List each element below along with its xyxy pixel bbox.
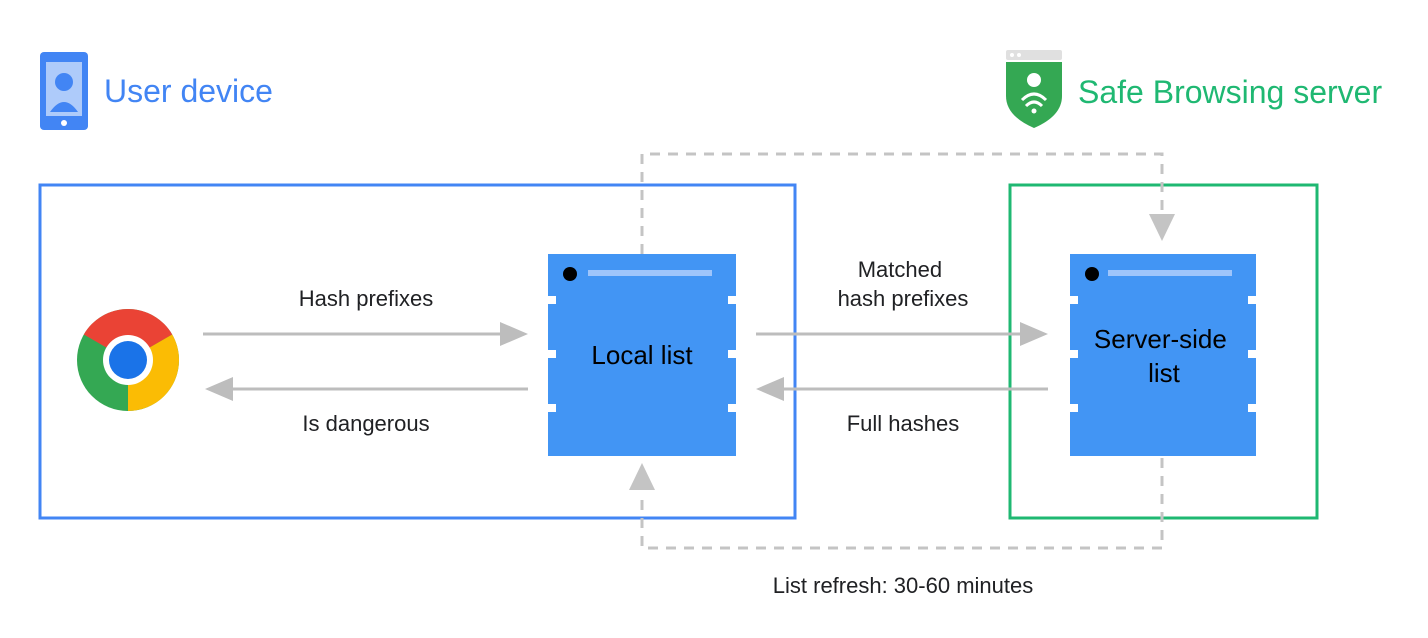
phone-user-icon [40, 52, 88, 130]
safe-browsing-shield-icon [1006, 50, 1062, 128]
server-side-list-card [1062, 254, 1264, 456]
full-hashes-arrow [756, 377, 1048, 401]
refresh-loop-bottom [640, 458, 1164, 550]
local-list-card [540, 254, 744, 456]
refresh-arrowhead-server [1149, 214, 1175, 241]
hash-prefixes-arrow [203, 322, 528, 346]
server-side-list-label: Server-side list [1094, 324, 1234, 388]
matched-hash-prefixes-line-1: Matched [858, 257, 942, 282]
user-device-heading: User device [104, 73, 273, 109]
full-hashes-label: Full hashes [847, 411, 960, 436]
is-dangerous-arrow [205, 377, 528, 401]
matched-hash-prefixes-line-2: hash prefixes [838, 286, 969, 311]
server-side-list-line-1: Server-side [1094, 324, 1227, 354]
server-side-list-line-2: list [1148, 358, 1181, 388]
list-refresh-label: List refresh: 30-60 minutes [773, 573, 1033, 598]
refresh-arrowhead-local [629, 463, 655, 490]
is-dangerous-label: Is dangerous [302, 411, 429, 436]
user-device-container [38, 183, 797, 520]
chrome-logo-icon [77, 308, 180, 411]
refresh-loop-top [640, 152, 1164, 254]
safe-browsing-server-heading: Safe Browsing server [1078, 74, 1382, 110]
hash-prefixes-label: Hash prefixes [299, 286, 434, 311]
local-list-label: Local list [591, 340, 693, 370]
matched-hash-prefixes-label: Matched hash prefixes [838, 257, 969, 311]
matched-hash-prefixes-arrow [756, 322, 1048, 346]
